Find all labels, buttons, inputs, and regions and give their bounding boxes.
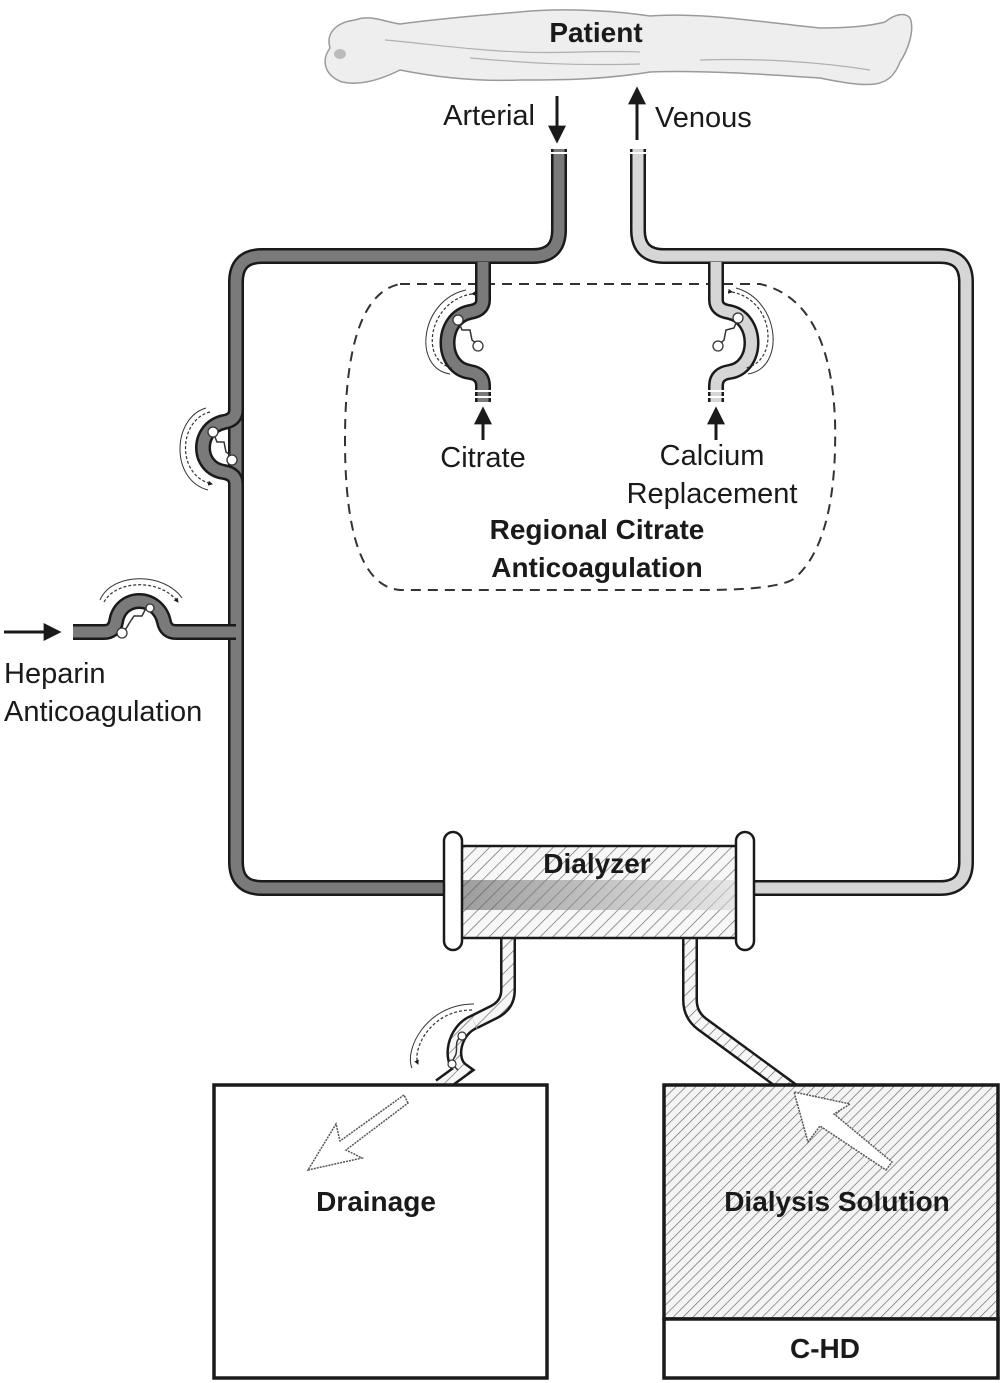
dialysis-solution-label: Dialysis Solution: [724, 1186, 950, 1217]
effluent-pump-icon: [410, 1003, 478, 1093]
calcium-branch: [708, 262, 760, 402]
dialyzer-label: Dialyzer: [543, 848, 650, 879]
calcium-label-line1: Calcium: [660, 440, 765, 472]
heparin-line: [70, 593, 236, 640]
heparin-label-line1: Heparin: [4, 658, 106, 690]
regional-citrate-region: [343, 283, 837, 591]
patient-label: Patient: [549, 17, 642, 48]
regional-label-line1: Regional Citrate: [490, 514, 705, 545]
calcium-label-line2: Replacement: [627, 478, 798, 510]
arterial-line: [228, 146, 567, 896]
heparin-pump-icon: [99, 578, 183, 639]
drainage-arrow-icon: [306, 1093, 409, 1172]
dialyzer: [442, 830, 797, 1097]
arterial-label: Arterial: [443, 100, 535, 132]
venous-label: Venous: [655, 102, 752, 134]
calcium-pump-icon: [712, 287, 774, 375]
heparin-label-line2: Anticoagulation: [4, 696, 202, 728]
solution-arrow-icon: [792, 1091, 894, 1172]
drainage-label: Drainage: [316, 1186, 436, 1217]
regional-label-line2: Anticoagulation: [491, 552, 703, 583]
citrate-branch: [439, 262, 491, 402]
venous-line: [630, 146, 974, 896]
patient-figure: [324, 9, 913, 86]
citrate-label: Citrate: [440, 442, 525, 474]
mode-label: C-HD: [790, 1333, 860, 1364]
blood-pump-icon: [179, 400, 244, 491]
citrate-pump-icon: [425, 289, 484, 375]
drainage-container: [212, 1083, 549, 1380]
